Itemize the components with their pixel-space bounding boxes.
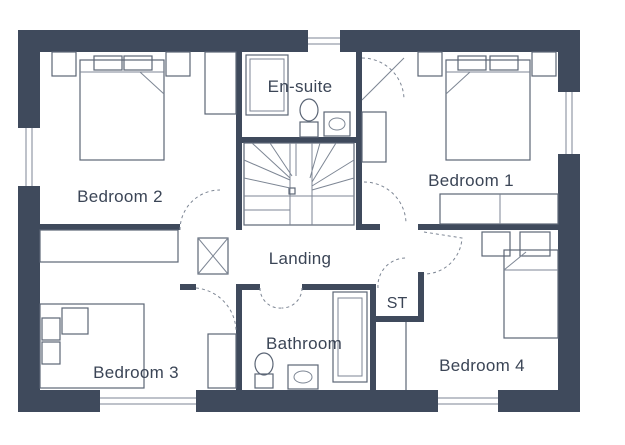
room-label-bedroom-2: Bedroom 2 <box>77 187 163 206</box>
room-label-st: ST <box>387 295 408 312</box>
windows <box>18 30 580 412</box>
landing-fixtures <box>179 189 463 331</box>
bedroom-4-furniture <box>405 231 559 390</box>
staircase <box>243 142 355 226</box>
en-suite-fixtures <box>245 54 405 138</box>
bedroom-1-furniture <box>361 51 559 225</box>
room-label-bedroom-3: Bedroom 3 <box>93 363 179 382</box>
bathroom-fixtures <box>254 291 368 390</box>
bedroom-3-furniture <box>39 229 237 389</box>
room-label-bedroom-1: Bedroom 1 <box>428 171 514 190</box>
room-label-landing: Landing <box>269 249 332 268</box>
room-label-bedroom-4: Bedroom 4 <box>439 356 525 375</box>
room-label-bathroom: Bathroom <box>266 334 342 353</box>
interior-walls <box>40 52 558 390</box>
bedroom-2-furniture <box>51 51 237 161</box>
room-label-en-suite: En-suite <box>268 77 333 96</box>
